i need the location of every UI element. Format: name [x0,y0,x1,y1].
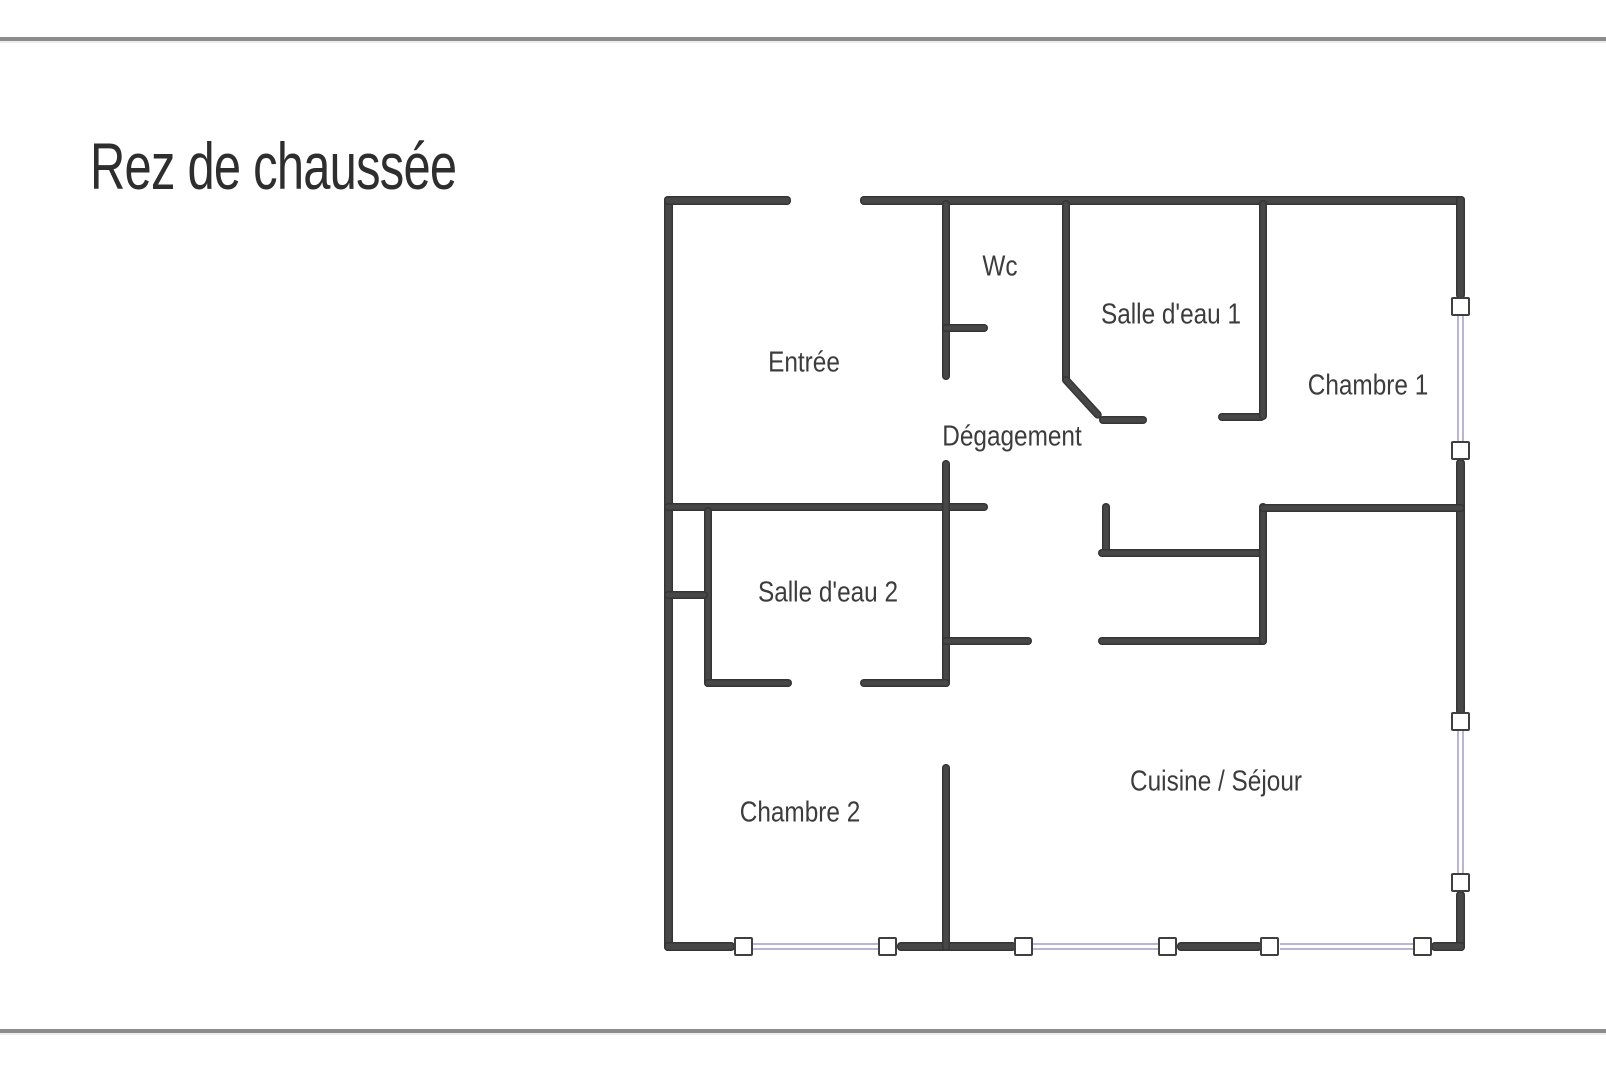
window-marker [1451,873,1470,892]
window-marker [1451,297,1470,316]
window-glazing [1457,731,1464,874]
wall-cuisine-stub [942,637,1032,645]
wall-salle-deau-2-left [704,507,712,687]
wall-wc-stub [942,324,988,332]
window-glazing [753,943,880,950]
bottom-divider-line [0,1029,1606,1033]
wall-entree-bottom [664,503,988,511]
window-marker [1014,937,1033,956]
window-marker [1260,937,1279,956]
wall-central-closet-bottom [1098,637,1267,645]
room-label-chambre-2: Chambre 2 [739,796,861,829]
wall-salle-deau-2-right [942,460,950,687]
window-marker [878,937,897,956]
wall-closet-stub [664,591,708,599]
room-label-salle-deau-1: Salle d'eau 1 [1100,298,1242,331]
window-marker [1413,937,1432,956]
top-divider-line [0,37,1606,41]
wall-wc-salle-deau-1 [1062,200,1070,382]
wall-entree-wc [942,200,950,380]
window-glazing [1033,943,1159,950]
wall-chambre-2-cuisine [942,764,950,951]
window-marker [1451,441,1470,460]
wall-central-closet-right [1259,503,1267,645]
wall-outer-left [664,196,673,951]
room-label-wc: Wc [982,250,1018,283]
wall-bottom-segment-4 [1431,942,1465,951]
wall-salle-deau-2-bottom-right [860,679,950,687]
room-label-cuisine-sejour: Cuisine / Séjour [1130,765,1302,798]
wall-top-left-segment [664,196,791,205]
wall-bottom-segment-1 [664,942,735,951]
window-marker [1158,937,1177,956]
room-label-entree: Entrée [768,346,840,379]
wall-central-closet-top [1098,549,1267,557]
wall-salle-deau-2-bottom-left [704,679,792,687]
room-label-salle-deau-2: Salle d'eau 2 [757,576,899,609]
wall-outer-right-upper [1456,196,1465,299]
window-marker [734,937,753,956]
wall-top-main [860,196,1465,205]
wall-salle-deau-1-diagonal [1060,374,1104,421]
wall-outer-right-middle [1456,459,1465,715]
wall-salle-deau-1-chambre-1 [1259,200,1267,420]
wall-chambre-1-bottom [1259,504,1465,512]
window-glazing [1457,314,1464,442]
wall-salle-deau-1-door-left [1099,416,1147,424]
wall-bottom-segment-2 [897,942,1016,951]
wall-central-closet-stub [1102,503,1110,557]
room-label-degagement: Dégagement [942,420,1082,453]
window-marker [1451,712,1470,731]
page-title: Rez de chaussée [90,129,457,203]
wall-bottom-segment-3 [1177,942,1262,951]
window-glazing [1280,943,1414,950]
room-label-chambre-1: Chambre 1 [1307,369,1429,402]
wall-salle-deau-1-door-right [1218,413,1265,421]
wall-outer-right-lower [1456,891,1465,951]
